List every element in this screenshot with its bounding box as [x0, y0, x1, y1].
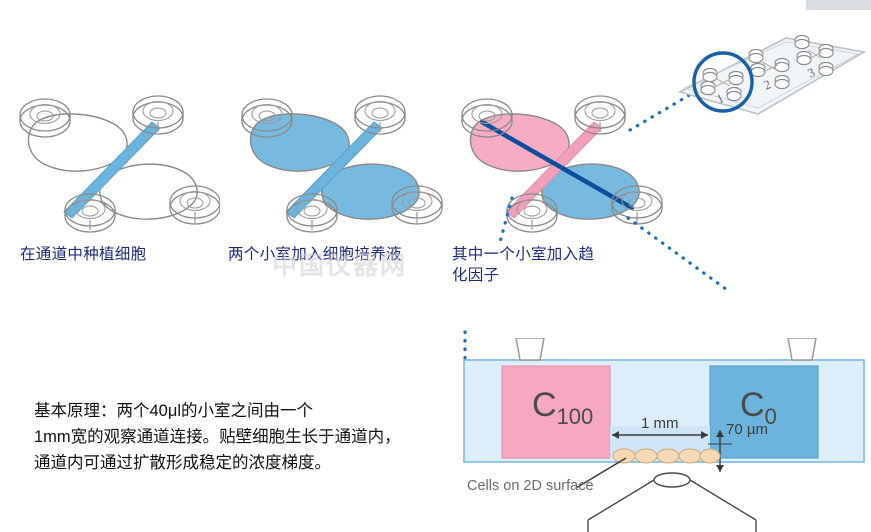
cross-section-diagram: C100 C0 1 mm 70 µm [463, 338, 865, 532]
chamber-c100 [501, 365, 611, 459]
panel-2-caption: 两个小室加入细胞培养液 [228, 246, 402, 263]
dimension-70um: 70 µm [708, 421, 768, 472]
panel-3-caption: 其中一个小室加入趋 化因子 [452, 246, 595, 284]
slide-unit-1 [700, 67, 744, 102]
principle-text: 基本原理：两个40μl的小室之间由一个 1mm宽的观察通道连接。贴壁细胞生长于通… [34, 402, 401, 472]
cells-leader-line [575, 457, 627, 489]
label-channel-width: 1 mm [641, 415, 679, 432]
port-right [787, 338, 817, 361]
label-channel-height: 70 µm [726, 421, 768, 438]
connector-chemokine-label [498, 196, 514, 244]
slide-unit-3 [794, 34, 834, 77]
panel-1-caption: 在通道中种植细胞 [20, 246, 147, 263]
dotted-connectors [463, 88, 732, 362]
top-right-gray-bar [806, 0, 871, 10]
panel-2-chamber-right-filled [321, 163, 420, 220]
slide-inset: 1 2 3 [677, 34, 867, 115]
cells-row [612, 448, 721, 464]
dimension-1mm: 1 mm [612, 415, 708, 439]
label-cells-on-2d-surface: Cells on 2D surface [467, 478, 594, 494]
chamber-c0 [709, 365, 819, 459]
panel-1-device [19, 95, 220, 233]
slide-unit-highlight-circle [692, 51, 754, 113]
panel-2-device [241, 95, 443, 233]
connector-to-cross-section [626, 216, 732, 294]
panel-3-device [461, 95, 663, 233]
panel-3-gradient-line [479, 119, 635, 211]
objective-cone [587, 472, 757, 532]
slide-unit-2 [748, 48, 790, 90]
port-left [515, 338, 545, 361]
panel-1-chamber-right [99, 163, 198, 220]
